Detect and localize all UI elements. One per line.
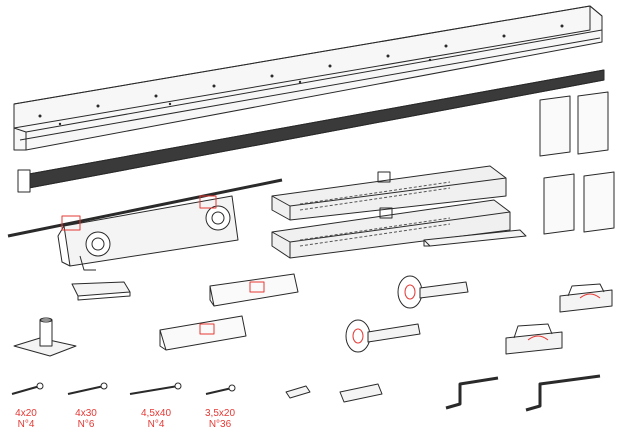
screw-4x20 bbox=[11, 382, 44, 395]
roller-carriage-lower bbox=[345, 319, 421, 353]
door-stopper-lower bbox=[159, 315, 247, 351]
allen-key-large bbox=[525, 374, 601, 412]
damper-rod-assembly bbox=[7, 178, 283, 271]
floor-guide-plate bbox=[71, 281, 131, 301]
ceiling-bracket-lower bbox=[505, 323, 563, 355]
wall-plug-small bbox=[285, 385, 311, 399]
screw-size: 4,5x40 bbox=[140, 408, 172, 419]
roller-carriage-upper bbox=[397, 275, 469, 309]
aluminium-track-rail bbox=[13, 5, 603, 151]
screw-4-5x40 bbox=[129, 382, 182, 395]
screw-count: N°4 bbox=[147, 419, 165, 430]
screw-count: N°4 bbox=[17, 419, 35, 430]
screw-4x30 bbox=[67, 382, 108, 395]
allen-key-small bbox=[445, 376, 499, 410]
screw-label-4-5x40: 4,5x40 N°4 bbox=[132, 408, 180, 430]
soft-close-mechanism-upper bbox=[271, 165, 507, 221]
floor-guide-pin bbox=[13, 317, 77, 357]
activator-bar bbox=[423, 229, 527, 247]
screw-size: 4x20 bbox=[15, 408, 37, 419]
soft-close-mechanism-lower bbox=[271, 199, 511, 259]
screw-size: 4x30 bbox=[75, 408, 97, 419]
door-stopper-upper bbox=[209, 273, 299, 307]
screw-size: 3,5x20 bbox=[204, 408, 236, 419]
adhesive-pad bbox=[539, 91, 615, 235]
screw-label-4x30: 4x30 N°6 bbox=[62, 408, 110, 430]
wall-plug-large bbox=[339, 383, 383, 403]
ceiling-bracket-upper bbox=[559, 283, 613, 313]
screw-label-3-5x20: 3,5x20 N°36 bbox=[196, 408, 244, 430]
screw-count: N°36 bbox=[208, 419, 232, 430]
screw-3-5x20 bbox=[205, 384, 236, 395]
screw-count: N°6 bbox=[77, 419, 95, 430]
screw-label-4x20: 4x20 N°4 bbox=[2, 408, 50, 430]
brush-seal-strip bbox=[17, 69, 605, 193]
